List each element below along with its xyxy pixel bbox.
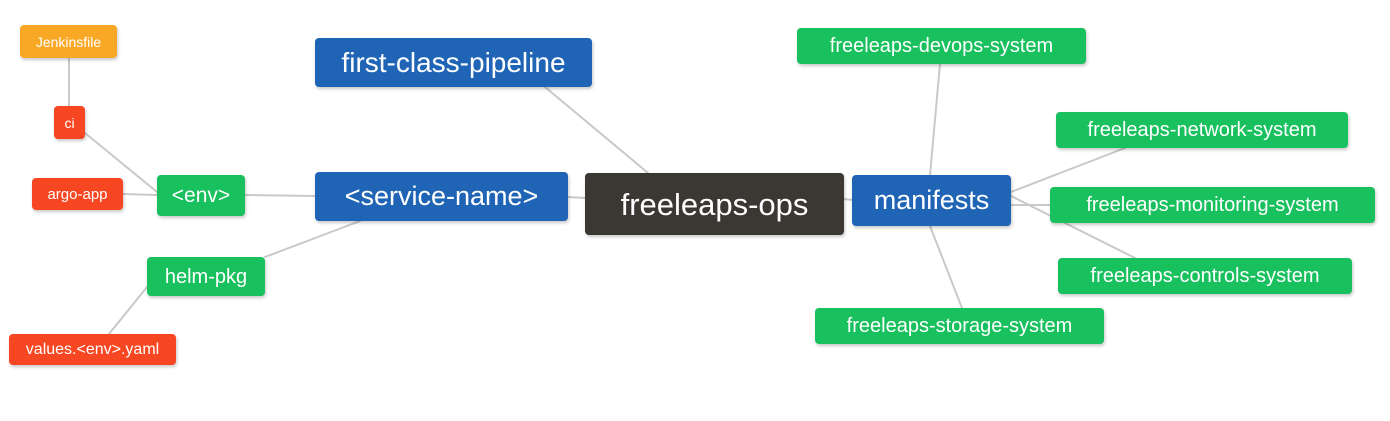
edge-helm-pkg-to-values-yaml xyxy=(108,286,148,335)
mindmap-node-storage-system[interactable]: freeleaps-storage-system xyxy=(815,308,1104,344)
mindmap-node-freeleaps-ops[interactable]: freeleaps-ops xyxy=(585,173,844,235)
mindmap-node-ci[interactable]: ci xyxy=(54,106,85,139)
node-label: freeleaps-controls-system xyxy=(1090,265,1320,287)
node-label: helm-pkg xyxy=(164,265,248,288)
edge-manifests-to-controls-system xyxy=(1010,195,1136,259)
mindmap-node-values-yaml[interactable]: values.<env>.yaml xyxy=(9,334,176,365)
node-label: <service-name> xyxy=(344,181,539,211)
node-label: values.<env>.yaml xyxy=(25,340,160,358)
mindmap-node-controls-system[interactable]: freeleaps-controls-system xyxy=(1058,258,1352,294)
node-label: freeleaps-ops xyxy=(620,186,809,222)
mindmap-node-first-class-pipeline[interactable]: first-class-pipeline xyxy=(315,38,592,87)
edge-env-to-service-name xyxy=(244,194,316,197)
edge-manifests-to-network-system xyxy=(1010,147,1126,193)
node-label: argo-app xyxy=(47,185,108,203)
node-label: freeleaps-storage-system xyxy=(846,315,1073,337)
node-label: Jenkinsfile xyxy=(35,33,102,50)
node-label: freeleaps-devops-system xyxy=(829,35,1054,57)
node-label: ci xyxy=(64,114,75,131)
node-label: freeleaps-network-system xyxy=(1087,119,1317,141)
node-label: <env> xyxy=(171,184,231,207)
mindmap-node-jenkinsfile[interactable]: Jenkinsfile xyxy=(20,25,117,58)
edge-service-name-to-freeleaps-ops xyxy=(567,196,586,199)
mindmap-node-service-name[interactable]: <service-name> xyxy=(315,172,568,221)
edge-freeleaps-ops-to-manifests xyxy=(843,198,853,201)
edge-ci-to-env xyxy=(84,132,158,193)
edge-service-name-to-helm-pkg xyxy=(264,220,361,258)
mindmap-node-argo-app[interactable]: argo-app xyxy=(32,178,123,210)
edge-first-class-pipeline-to-freeleaps-ops xyxy=(544,86,649,174)
edge-argo-app-to-env xyxy=(122,193,158,196)
mindmap-node-env[interactable]: <env> xyxy=(157,175,245,216)
mindmap-node-network-system[interactable]: freeleaps-network-system xyxy=(1056,112,1348,148)
mindmap-node-manifests[interactable]: manifests xyxy=(852,175,1011,226)
mindmap-node-devops-system[interactable]: freeleaps-devops-system xyxy=(797,28,1086,64)
node-label: first-class-pipeline xyxy=(341,46,566,78)
node-label: freeleaps-monitoring-system xyxy=(1086,194,1339,216)
edge-manifests-to-devops-system xyxy=(929,63,941,176)
mindmap-node-helm-pkg[interactable]: helm-pkg xyxy=(147,257,265,296)
mindmap-node-monitoring-system[interactable]: freeleaps-monitoring-system xyxy=(1050,187,1375,223)
edge-manifests-to-storage-system xyxy=(929,225,963,309)
node-label: manifests xyxy=(873,185,990,215)
